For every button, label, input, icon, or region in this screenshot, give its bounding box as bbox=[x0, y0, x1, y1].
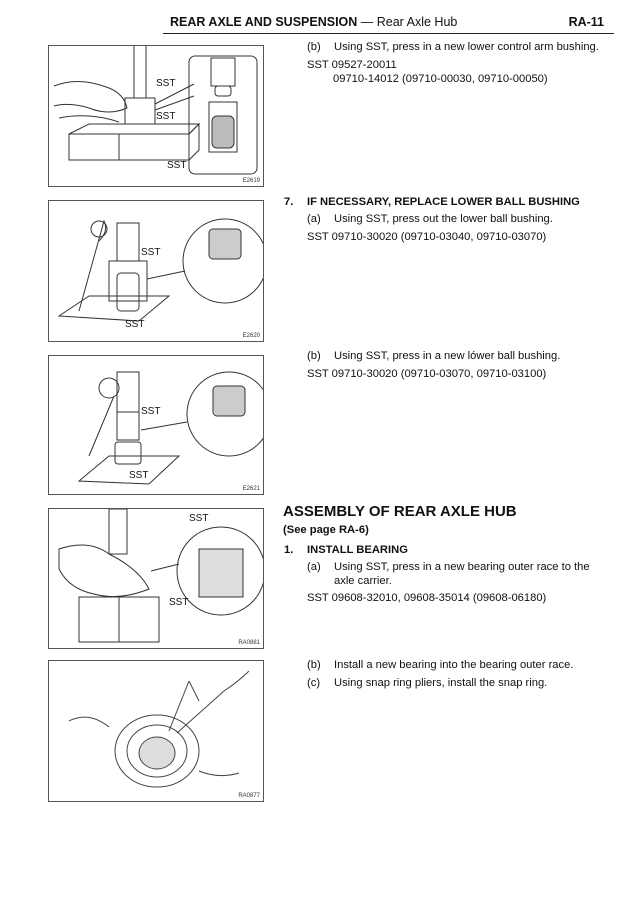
step-text: Install a new bearing into the bearing o… bbox=[334, 659, 574, 671]
sst-numbers: SST 09710-30020 (09710-03040, 09710-0307… bbox=[307, 231, 547, 243]
step-label: (b) bbox=[307, 41, 321, 53]
sst-label: SST bbox=[125, 319, 145, 330]
figure-e2620: SST SST E2620 bbox=[48, 200, 264, 342]
bearing-race-install-illustration bbox=[58, 509, 263, 643]
sst-numbers: 09710-14012 (09710-00030, 09710-00050) bbox=[333, 73, 548, 85]
subsection-title: Rear Axle Hub bbox=[376, 15, 458, 29]
figure-id: E2621 bbox=[242, 486, 260, 492]
step-text: Using snap ring pliers, install the snap… bbox=[334, 677, 548, 689]
step-text: Using SST, press in a new lówer ball bus… bbox=[334, 350, 561, 362]
section-heading: ASSEMBLY OF REAR AXLE HUB bbox=[283, 503, 517, 520]
ball-bushing-press-in-illustration bbox=[77, 371, 263, 485]
figure-e2619: SST SST SST E2619 bbox=[48, 45, 264, 187]
page-number: RA-11 bbox=[568, 15, 604, 29]
figure-ra0881: SST SST RA0881 bbox=[48, 508, 264, 649]
header-rule bbox=[163, 33, 614, 34]
step-label: (c) bbox=[307, 677, 321, 689]
page-header: REAR AXLE AND SUSPENSION — Rear Axle Hub… bbox=[163, 12, 614, 34]
step-label: (b) bbox=[307, 350, 321, 362]
sst-label: SST bbox=[189, 513, 209, 524]
sst-label: SST bbox=[169, 597, 189, 608]
figure-id: RA0877 bbox=[238, 793, 260, 799]
figure-e2621: SST SST E2621 bbox=[48, 355, 264, 495]
sst-numbers: SST 09710-30020 (09710-03070, 09710-0310… bbox=[307, 368, 547, 380]
bushing-press-illustration bbox=[53, 46, 258, 175]
sst-label: SST bbox=[156, 78, 176, 89]
step-label: (b) bbox=[307, 659, 321, 671]
figure-ra0877: RA0877 bbox=[48, 660, 264, 802]
figure-id: E2620 bbox=[242, 333, 260, 339]
sst-label: SST bbox=[156, 111, 176, 122]
header-separator: — bbox=[357, 15, 377, 29]
step-text: Using SST, press in a new lower control … bbox=[334, 41, 599, 53]
sst-label: SST bbox=[141, 406, 161, 417]
page-reference: (See page RA-6) bbox=[283, 524, 369, 536]
section-title: REAR AXLE AND SUSPENSION bbox=[170, 15, 358, 29]
step-heading: IF NECESSARY, REPLACE LOWER BALL BUSHING bbox=[307, 196, 580, 208]
header-title: REAR AXLE AND SUSPENSION — Rear Axle Hub bbox=[170, 15, 457, 29]
sst-numbers: SST 09527-20011 bbox=[307, 59, 397, 71]
step-number: 1. bbox=[284, 544, 294, 556]
step-label: (a) bbox=[307, 213, 321, 225]
sst-label: SST bbox=[141, 247, 161, 258]
figure-id: RA0881 bbox=[238, 640, 260, 646]
ball-bushing-press-out-illustration bbox=[57, 218, 263, 322]
step-heading: INSTALL BEARING bbox=[307, 544, 408, 556]
step-number: 7. bbox=[284, 196, 294, 208]
step-text: Using SST, press in a new bearing outer … bbox=[334, 561, 590, 573]
figure-id: E2619 bbox=[242, 178, 260, 184]
step-text: Using SST, press out the lower ball bush… bbox=[334, 213, 553, 225]
step-label: (a) bbox=[307, 561, 321, 573]
sst-label: SST bbox=[167, 160, 187, 171]
sst-numbers: SST 09608-32010, 09608-35014 (09608-0618… bbox=[307, 592, 547, 604]
snap-ring-install-illustration bbox=[68, 670, 250, 788]
step-text: axle carrier. bbox=[334, 575, 392, 587]
sst-label: SST bbox=[129, 470, 149, 481]
